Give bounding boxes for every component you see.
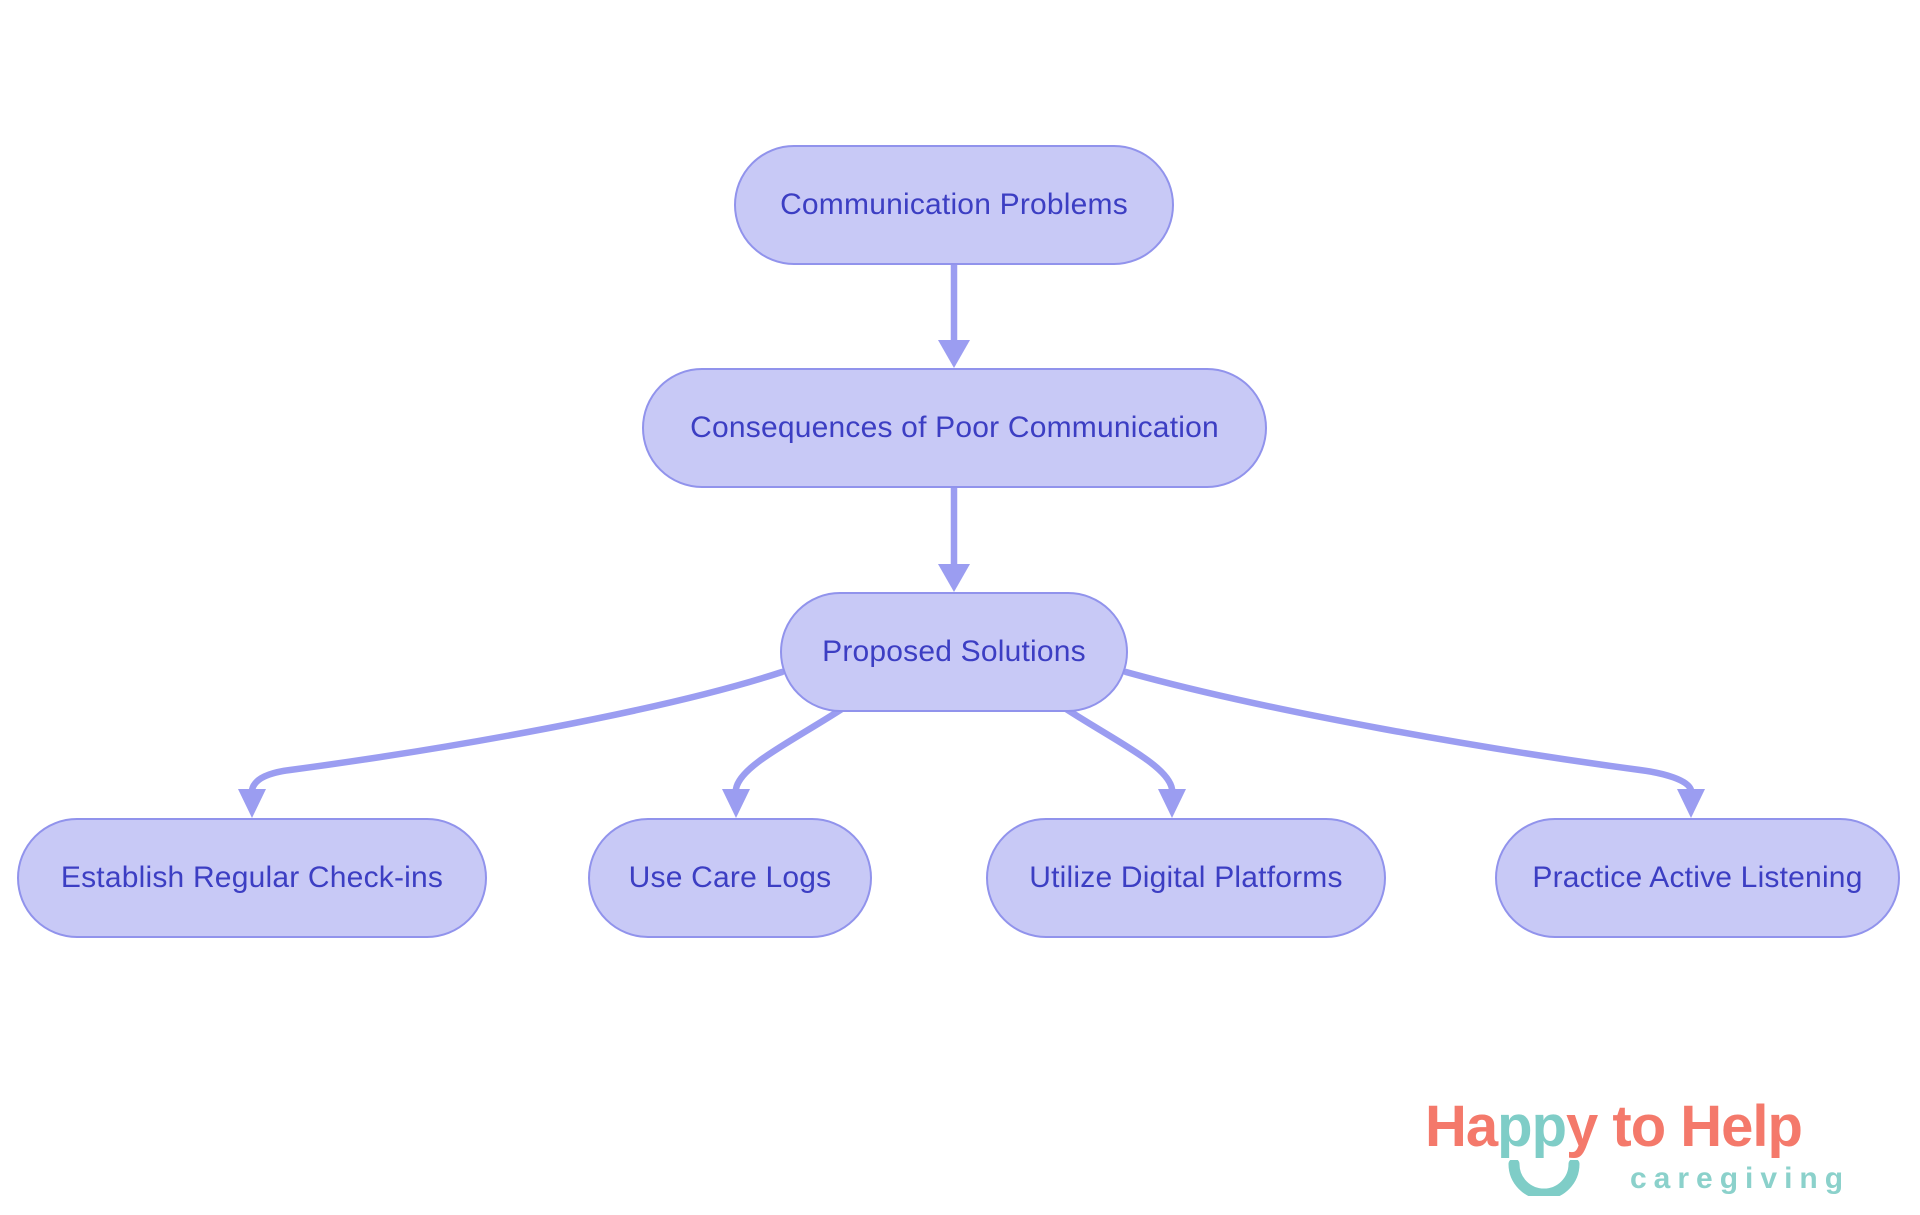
logo-text-to-help: to Help: [1597, 1094, 1803, 1159]
logo-text-pp: pp: [1497, 1094, 1567, 1159]
node-establish-regular-check-ins: Establish Regular Check-ins: [17, 818, 487, 938]
node-label: Establish Regular Check-ins: [60, 861, 444, 894]
node-label: Practice Active Listening: [1532, 861, 1863, 894]
node-label: Proposed Solutions: [822, 635, 1086, 668]
node-consequences-of-poor-communication: Consequences of Poor Communication: [642, 368, 1267, 488]
smile-icon: [1508, 1160, 1580, 1196]
happy-to-help-logo: Happy to Help caregiving: [1425, 1098, 1905, 1208]
node-utilize-digital-platforms: Utilize Digital Platforms: [986, 818, 1386, 938]
node-practice-active-listening: Practice Active Listening: [1495, 818, 1900, 938]
logo-text-y: y: [1566, 1094, 1598, 1159]
edge-problems-to-consequences: [938, 261, 970, 368]
edge-solutions-to-listening: [1122, 668, 1705, 818]
logo-text-ha: Ha: [1425, 1094, 1498, 1159]
node-label: Utilize Digital Platforms: [1029, 861, 1343, 894]
edge-solutions-to-checkins: [238, 668, 786, 818]
node-label: Use Care Logs: [628, 861, 832, 894]
logo-wordmark: Happy to Help: [1425, 1098, 1905, 1156]
logo-tagline: caregiving: [1630, 1162, 1851, 1195]
node-label: Communication Problems: [780, 188, 1128, 221]
node-communication-problems: Communication Problems: [734, 145, 1174, 265]
edge-solutions-to-carelogs: [722, 701, 852, 818]
node-proposed-solutions: Proposed Solutions: [780, 592, 1128, 712]
node-label: Consequences of Poor Communication: [690, 411, 1219, 444]
edge-consequences-to-solutions: [938, 484, 970, 592]
node-use-care-logs: Use Care Logs: [588, 818, 872, 938]
edge-solutions-to-platforms: [1056, 701, 1186, 818]
